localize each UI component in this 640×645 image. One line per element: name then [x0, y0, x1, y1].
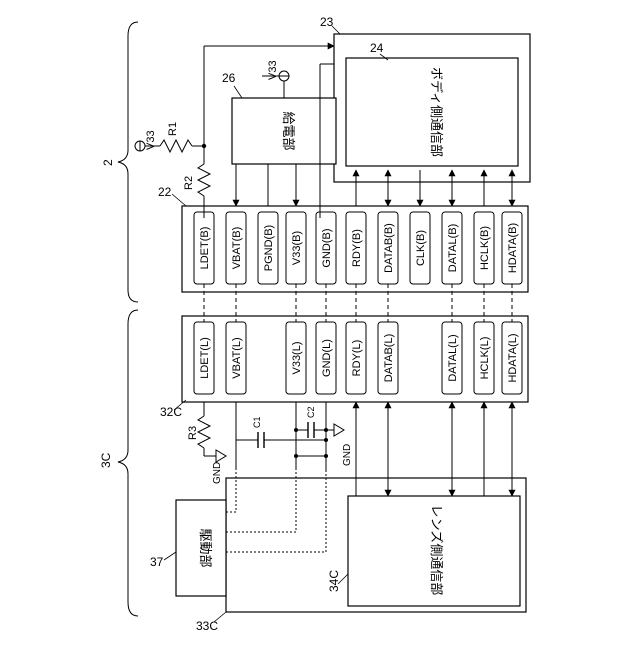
body-pin-label: HCLK(B): [479, 226, 491, 270]
body-pin-label: LDET(B): [199, 227, 211, 270]
ref-3c: 3C: [99, 452, 113, 468]
lens-pin-label: RDY(L): [351, 340, 363, 377]
c2-label: C2: [306, 406, 316, 418]
body-pin-label: HDATA(B): [507, 223, 519, 273]
gnd-left-icon: [216, 450, 226, 462]
ref-37: 37: [150, 555, 164, 569]
ref-26: 26: [222, 71, 236, 85]
lens-pin-label: GND(L): [321, 339, 333, 377]
lens-pin-label: HDATA(L): [507, 333, 519, 382]
lens-pin-label: V33(L): [291, 341, 303, 374]
ref-23: 23: [320, 15, 334, 29]
resistor-r2-icon: [198, 164, 210, 196]
lens-comm-label: レンズ側通信部: [429, 505, 444, 596]
lens-pin-label: HCLK(L): [479, 337, 491, 380]
body-pin-label: DATAL(B): [447, 224, 459, 273]
body-pin-label: RDY(B): [351, 229, 363, 267]
v33-ps-label: V33: [267, 60, 279, 80]
power-supply-label: 給電部: [281, 111, 296, 150]
c1-label: C1: [252, 416, 262, 428]
resistor-r1-icon: [160, 140, 192, 152]
resistor-r3-icon: [198, 416, 210, 448]
gnd-right-label: GND: [342, 444, 353, 466]
ref-32c: 32C: [160, 405, 182, 419]
brace-body: [118, 22, 138, 302]
body-comm-label: ボディ側通信部: [429, 67, 444, 157]
gnd-left-label: GND: [212, 462, 223, 484]
ref-2: 2: [101, 159, 115, 166]
lens-pin-label: VBAT(L): [231, 337, 243, 378]
body-pin-label: DATAB(B): [383, 223, 395, 273]
lens-pin-label: DATAB(L): [383, 334, 395, 383]
body-pin-label: V33(B): [291, 231, 303, 265]
lens-pin-label: DATAL(L): [447, 334, 459, 381]
r1-label: R1: [167, 122, 179, 136]
brace-lens: [118, 310, 138, 616]
ref-22: 22: [158, 185, 172, 199]
ref-34c: 34C: [327, 570, 341, 592]
body-pin-label: GND(B): [321, 228, 333, 267]
lens-pin-label: LDET(L): [199, 337, 211, 379]
body-pin-label: PGND(B): [263, 225, 275, 271]
v33-top-label: V33: [145, 130, 157, 150]
body-pin-label: VBAT(B): [231, 227, 243, 270]
ref-24: 24: [370, 41, 384, 55]
r3-label: R3: [187, 426, 199, 440]
gnd-right-icon: [334, 424, 344, 436]
body-pin-label: CLK(B): [415, 230, 427, 266]
r2-label: R2: [183, 176, 195, 190]
driver-label: 駆動部: [198, 528, 213, 567]
